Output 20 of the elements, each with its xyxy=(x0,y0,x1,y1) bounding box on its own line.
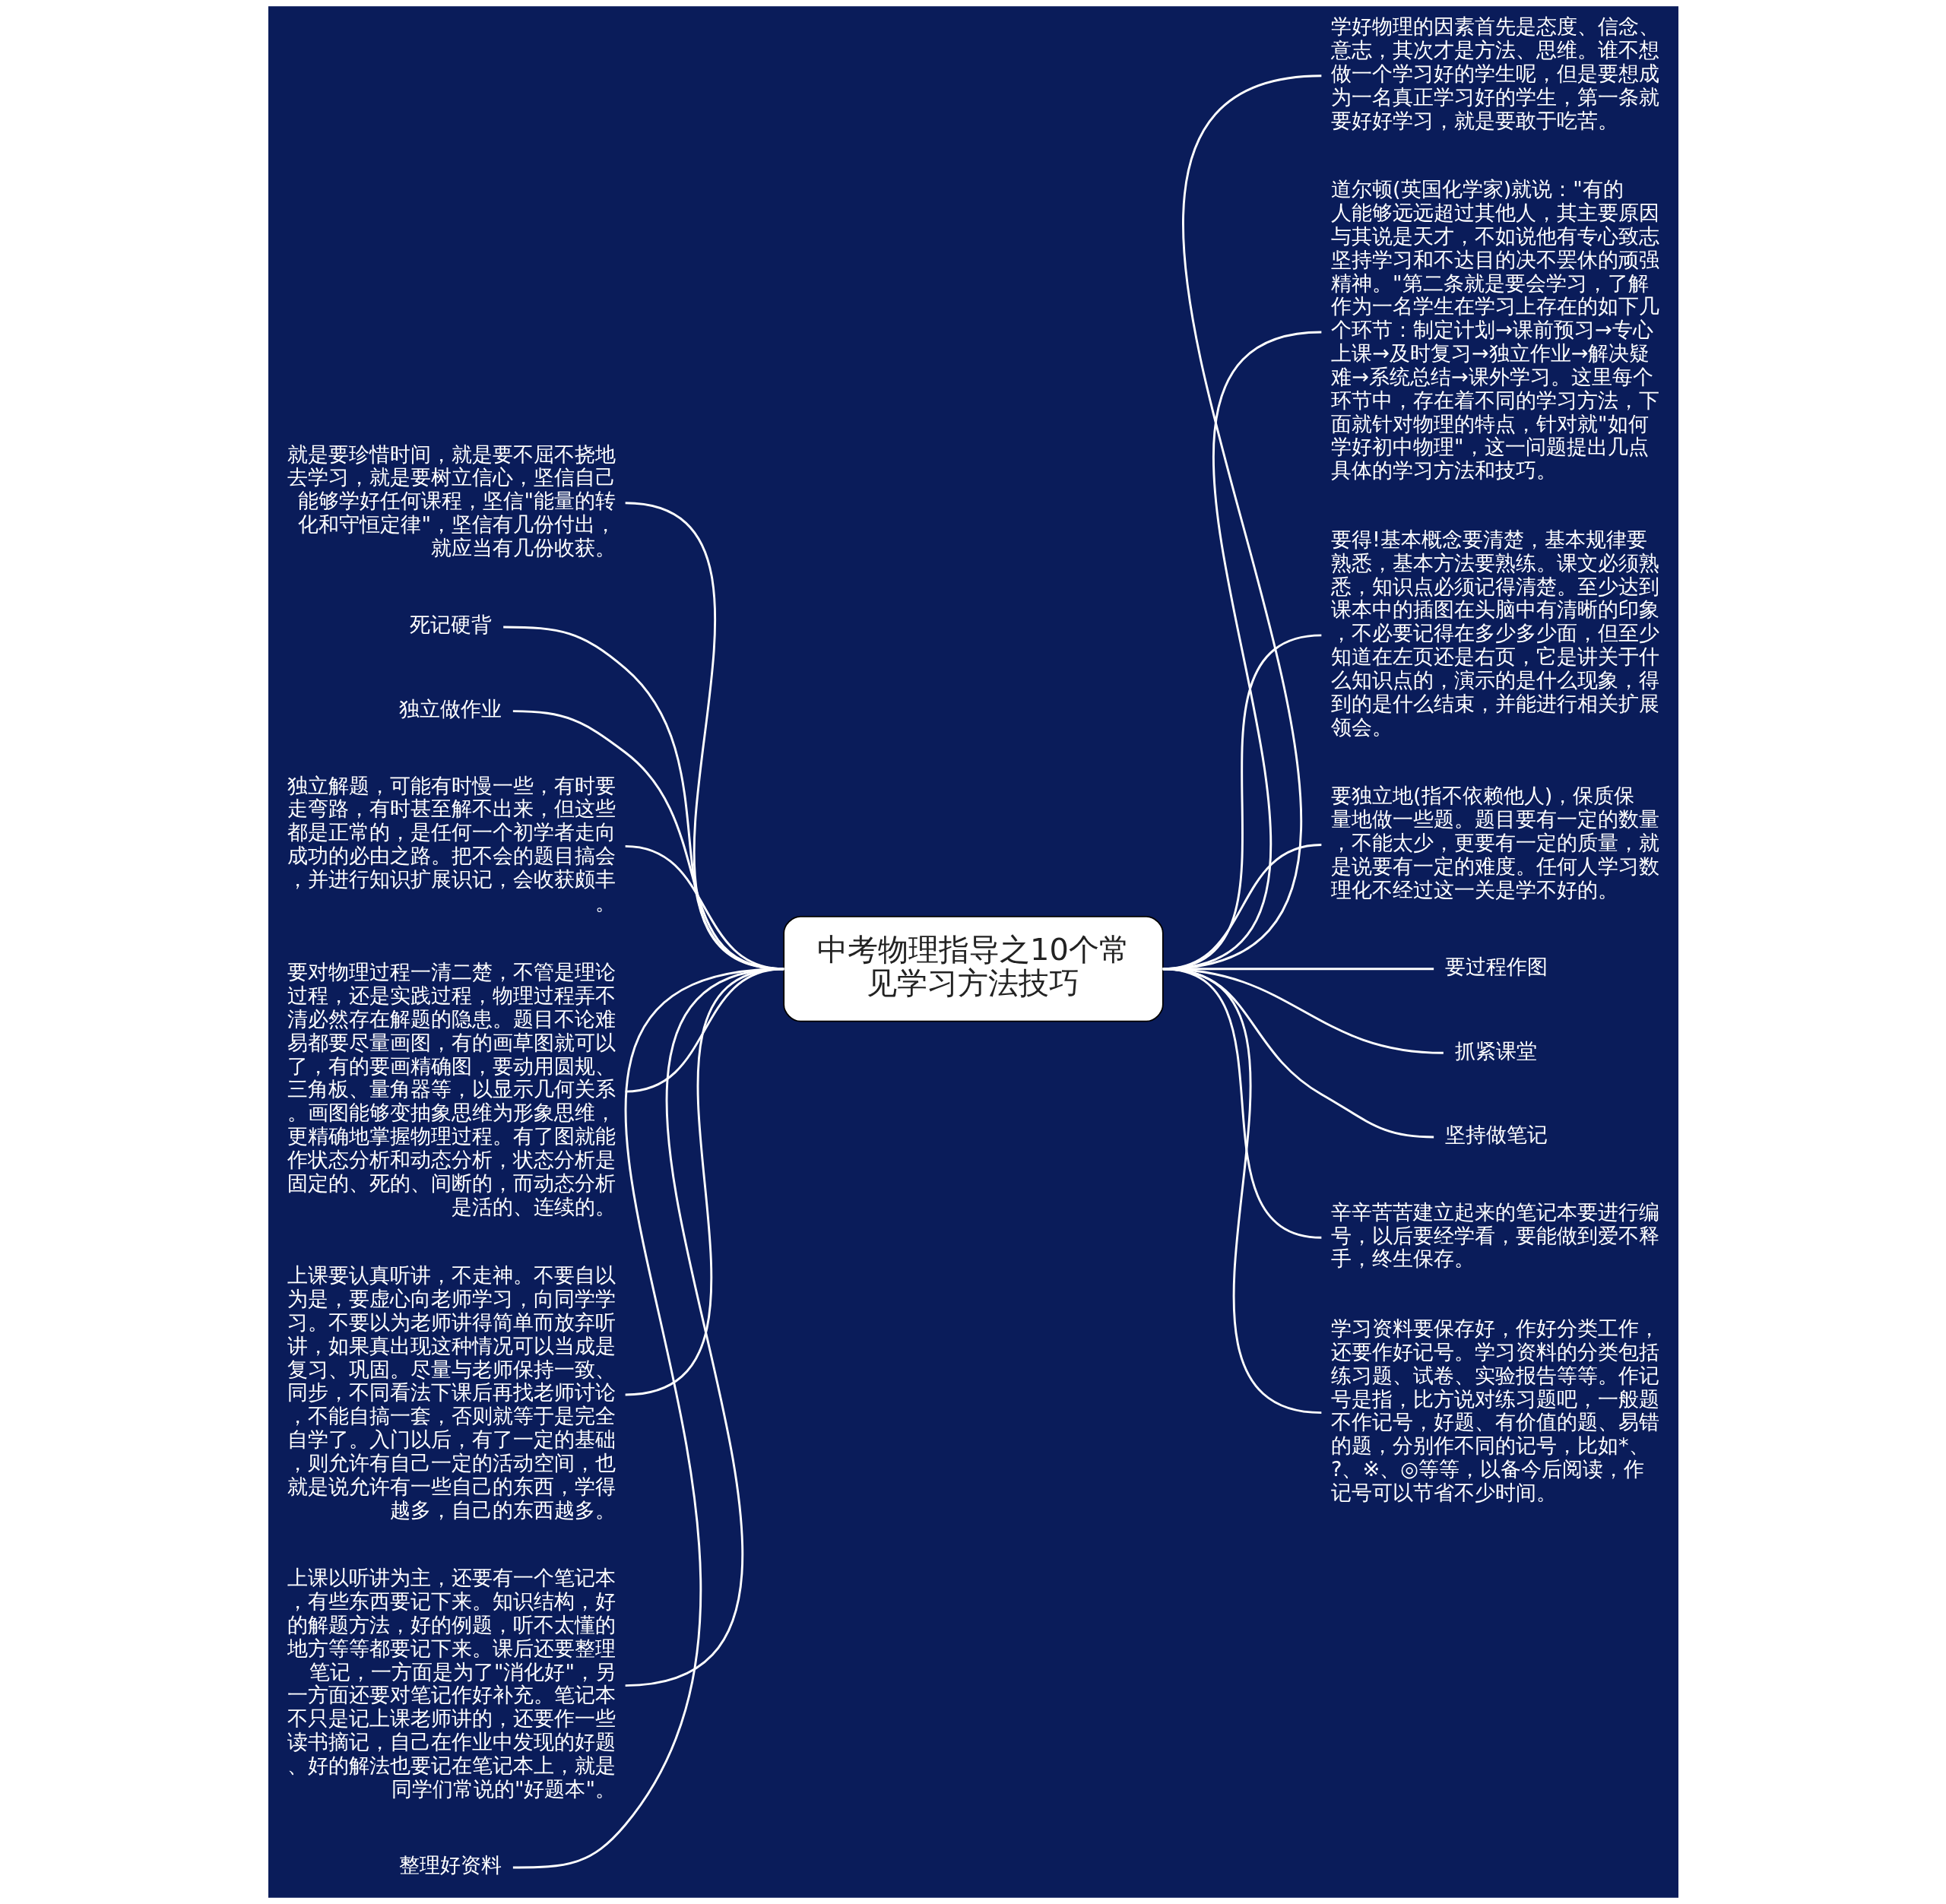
node-text: 上课以听讲为主，还要有一个笔记本，有些东西要记下来。知识结构，好的解题方法，好的例题，听不太懂的地方等等都要记下来。课后还要整理笔记，一方面是为了"消化好"，另一方面还要对笔记作好补充。笔记本不只是记上课老师讲的，还要作一些读书摘记，自己在作业中发现的好题、好的解法也要记在笔记本上，就是同学们常说的"好题本"。 xyxy=(287,1566,616,1801)
node-text: 就是要珍惜时间，就是要不屈不挠地去学习，就是要树立信心，坚信自己能够学好任何课程，坚信"能量的转化和守恒定律"，坚信有几份付出，就应当有几份收获。 xyxy=(287,442,616,559)
node-text: 抓紧课堂 xyxy=(1454,1038,1537,1063)
node-text: 独立解题，可能有时慢一些，有时要走弯路，有时甚至解不出来，但这些都是正常的，是任何一个初学者走向成功的必由之路。把不会的题目搞会，并进行知识扩展识记，会收获颇丰。 xyxy=(287,773,616,914)
node-text: 辛辛苦苦建立起来的笔记本要进行编号，以后要经学看，要能做到爱不释手，终生保存。 xyxy=(1330,1199,1659,1271)
node-text: 道尔顿(英国化学家)就说："有的人能够远远超过其他人，其主要原因与其说是天才，不如说他有专心致志坚持学习和不达目的决不罢休的顽强精神。"第二条就是要会学习，了解作为一名学生在学习上存在的如下几个环节：制定计划→课前预习→专心上课→及时复习→独立作业→解决疑难→系统总结→课外学习。这里每个环节中，存在着不同的学习方法，下面就针对物理的特点，针对就"如何学好初中物理"，这一问题提出几点具体的学习方法和技巧。 xyxy=(1330,177,1659,483)
connector xyxy=(512,968,784,1869)
node-text: 上课要认真听讲，不走神。不要自以为是，要虚心向老师学习，向同学学习。不要以为老师讲得简单而放弃听讲，如果真出现这种情况可以当成是复习、巩固。尽量与老师保持一致、同步，不同看法下课后再找老师讨论，不能自搞一套，否则就等于是完全自学了。入门以后，有了一定的基础，则允许有自己一定的活动空间，也就是说允许有一些自己的东西，学得越多，自己的东西越多。 xyxy=(287,1263,616,1522)
node-text: 要独立地(指不依赖他人)，保质保量地做一些题。题目要有一定的数量，不能太少，更要有一定的质量，就是说要有一定的难度。任何人学习数理化不经过这一关是学不好的。 xyxy=(1330,784,1659,901)
node-text: 要对物理过程一清二楚，不管是理论过程，还是实践过程，物理过程弄不清必然存在解题的隐患。题目不论难易都要尽量画图，有的画草图就可以了，有的要画精确图，要动用圆规、三角板、量角器等，以显示几何关系。画图能够变抽象思维为形象思维，更精确地掌握物理过程。有了图就能作状态分析和动态分析，状态分析是固定的、死的、间断的，而动态分析是活的、连续的。 xyxy=(287,960,616,1218)
node-text: 要过程作图 xyxy=(1444,955,1548,979)
node-text: 坚持做笔记 xyxy=(1444,1123,1548,1147)
connector xyxy=(1162,968,1322,1414)
node-text: 整理好资料 xyxy=(398,1853,502,1877)
node-text: 独立做作业 xyxy=(398,696,502,721)
node-box: 中考物理指导之10个常见学习方法技巧 xyxy=(782,915,1164,1022)
node-text: 要得!基本概念要清楚，基本规律要熟悉，基本方法要熟练。课文必须熟悉，知识点必须记得清楚。至少达到课本中的插图在头脑中有清晰的印象，不必要记得在多少多少面，但至少知道在左页还是右页，它是讲关于什么知识点的，演示的是什么现象，得到的是什么结束，并能进行相关扩展领会。 xyxy=(1330,527,1659,739)
node-text: 学习资料要保存好，作好分类工作，还要作好记号。学习资料的分类包括练习题、试卷、实验报告等等。作记号是指，比方说对练习题吧，一般题不作记号，好题、有价值的题、易错的题，分别作不同的记号，比如*、?、※、◎等等，以备今后阅读，作记号可以节省不少时间。 xyxy=(1330,1316,1659,1504)
node-text: 学好物理的因素首先是态度、信念、意志，其次才是方法、思维。谁不想做一个学习好的学生呢，但是要想成为一名真正学习好的学生，第一条就要好好学习，就是要敢于吃苦。 xyxy=(1330,14,1659,132)
node-text: 死记硬背 xyxy=(409,613,492,637)
